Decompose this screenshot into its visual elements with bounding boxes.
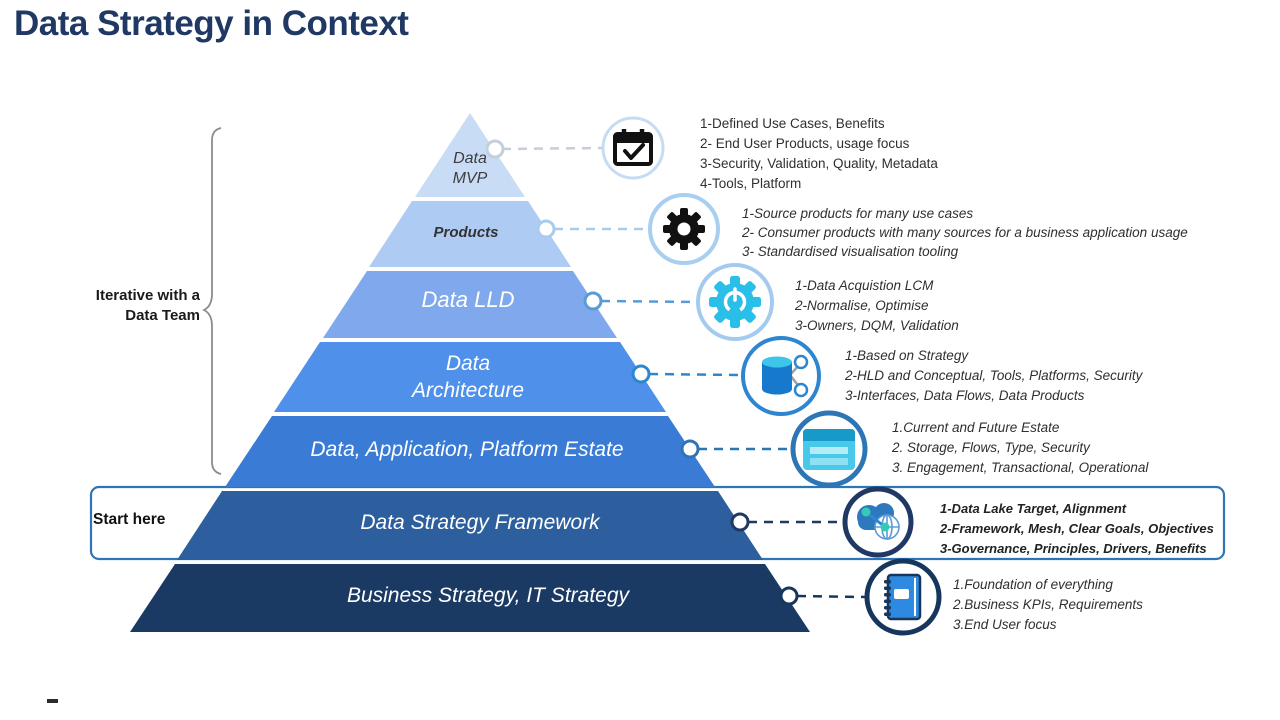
- server-list-icon: [803, 429, 855, 470]
- connector-dot: [536, 219, 556, 239]
- start-here-label: Start here: [93, 511, 166, 528]
- notebook-icon: [884, 573, 922, 621]
- pyramid-layer-strategy-framework: [177, 491, 763, 560]
- layer-label-data-lld: Data LLD: [421, 287, 515, 312]
- connector-line: [648, 372, 743, 377]
- pyramid-layer-data-architecture: [274, 342, 666, 412]
- icon-ring: [601, 116, 665, 180]
- pyramid-layer-business-strategy: [130, 564, 810, 632]
- database-network-icon: [762, 354, 809, 398]
- pyramid-layer-estate: [225, 416, 715, 487]
- page-corner-artifact: [47, 699, 58, 703]
- gear-icon: [663, 208, 705, 250]
- pyramid-layer-data-mvp: [415, 113, 525, 197]
- iterative-brace: [201, 127, 222, 475]
- connector-line: [501, 146, 603, 151]
- page-title: Data Strategy in Context: [14, 4, 409, 43]
- connector-dot: [730, 512, 750, 532]
- connector-dots: [485, 139, 799, 606]
- calendar-check-icon: [613, 129, 653, 166]
- layer-label-business-strategy: Business Strategy, IT Strategy: [346, 584, 630, 607]
- pyramid-layer-data-lld: [323, 271, 617, 338]
- connector-dot: [779, 586, 799, 606]
- layer-label-estate: Data, Application, Platform Estate: [310, 438, 624, 461]
- connector-lines: [501, 146, 867, 599]
- connector-dot: [631, 364, 651, 384]
- connector-dot: [680, 439, 700, 459]
- layer-label-products: Products: [433, 224, 499, 241]
- connector-dot: [583, 291, 603, 311]
- connector-line: [796, 594, 867, 599]
- pyramid-layer-products: [369, 201, 571, 267]
- cloud-globe-icon: [857, 503, 900, 540]
- connector-dot: [485, 139, 505, 159]
- process-gear-icon: [709, 276, 761, 328]
- layer-label-strategy-framework: Data Strategy Framework: [360, 511, 600, 534]
- connector-line: [600, 299, 698, 304]
